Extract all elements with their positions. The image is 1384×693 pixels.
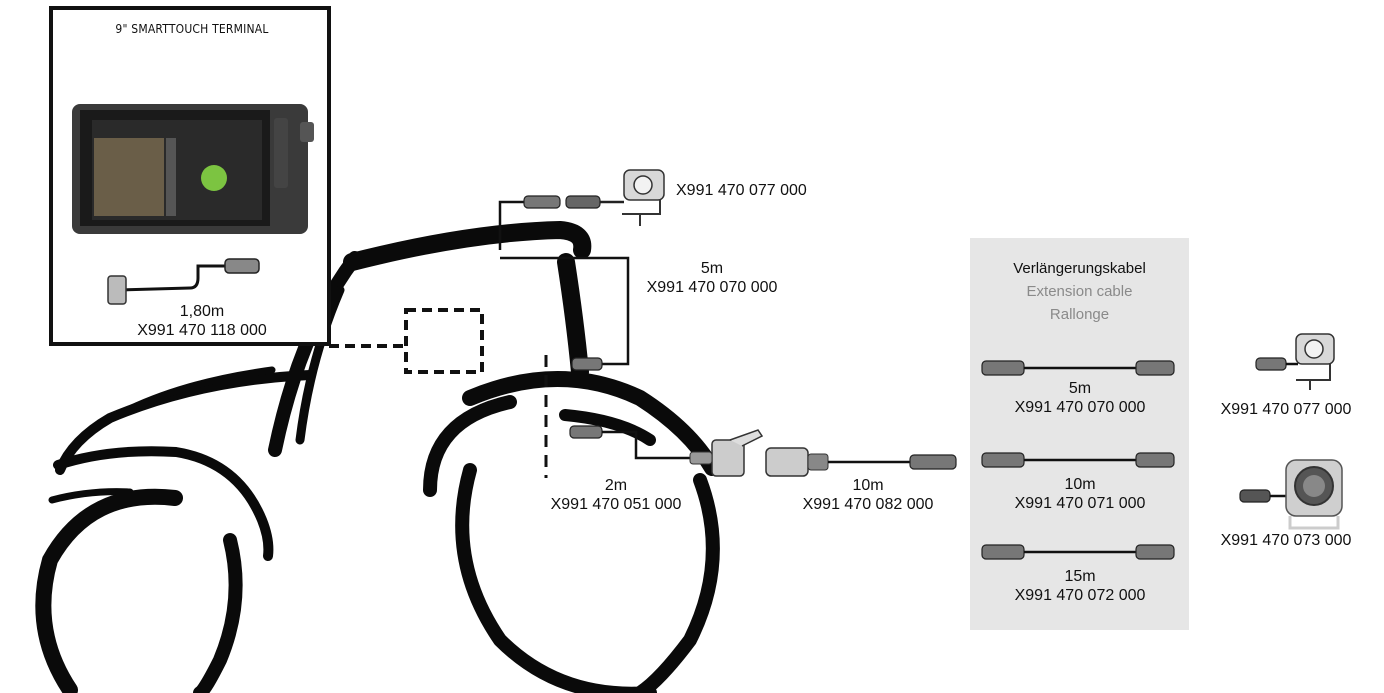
cab-cable-length: 5m: [622, 259, 802, 278]
rear-cable-part-number: X991 470 051 000: [526, 495, 706, 514]
camera-icon-small: [1256, 334, 1334, 390]
rear-cable-length: 2m: [526, 476, 706, 495]
camera-small-part-number: X991 470 077 000: [1196, 400, 1376, 419]
terminal-device: [72, 104, 314, 234]
extension-15m-length: 15m: [980, 567, 1180, 586]
terminal-title: 9" SMARTTOUCH TERMINAL: [55, 22, 329, 36]
extension-10m-label: 10m X991 470 071 000: [980, 475, 1180, 513]
extension-5m-part-number: X991 470 070 000: [980, 398, 1180, 417]
implement-cable-length: 10m: [778, 476, 958, 495]
implement-cable: [766, 448, 956, 476]
cab-cable-part-number: X991 470 070 000: [622, 278, 802, 297]
cab-cable-label: 5m X991 470 070 000: [622, 259, 802, 297]
terminal-part-number: X991 470 118 000: [112, 321, 292, 340]
extension-cable-10m: [982, 453, 1174, 467]
camera-large-part-number: X991 470 073 000: [1196, 531, 1376, 550]
camera-icon-large: [1240, 460, 1342, 528]
cab-camera-icon: [622, 170, 664, 226]
extension-10m-part-number: X991 470 071 000: [980, 494, 1180, 513]
implement-cable-part-number: X991 470 082 000: [778, 495, 958, 514]
rear-socket-icon: [690, 430, 762, 476]
terminal-cable-label: 1,80m X991 470 118 000: [112, 302, 292, 340]
extension-title-de: Verlängerungskabel: [970, 258, 1189, 279]
rear-cable-label: 2m X991 470 051 000: [526, 476, 706, 514]
extension-10m-length: 10m: [980, 475, 1180, 494]
extension-15m-part-number: X991 470 072 000: [980, 586, 1180, 605]
terminal-cable-length: 1,80m: [112, 302, 292, 321]
implement-cable-label: 10m X991 470 082 000: [778, 476, 958, 514]
extension-title-en: Extension cable: [970, 281, 1189, 302]
extension-cable-5m: [982, 361, 1174, 375]
cab-camera-part-number: X991 470 077 000: [676, 181, 807, 200]
extension-5m-length: 5m: [980, 379, 1180, 398]
terminal-mount-dashed: [329, 310, 482, 372]
extension-15m-label: 15m X991 470 072 000: [980, 567, 1180, 605]
extension-title-fr: Rallonge: [970, 304, 1189, 325]
extension-5m-label: 5m X991 470 070 000: [980, 379, 1180, 417]
extension-cable-15m: [982, 545, 1174, 559]
